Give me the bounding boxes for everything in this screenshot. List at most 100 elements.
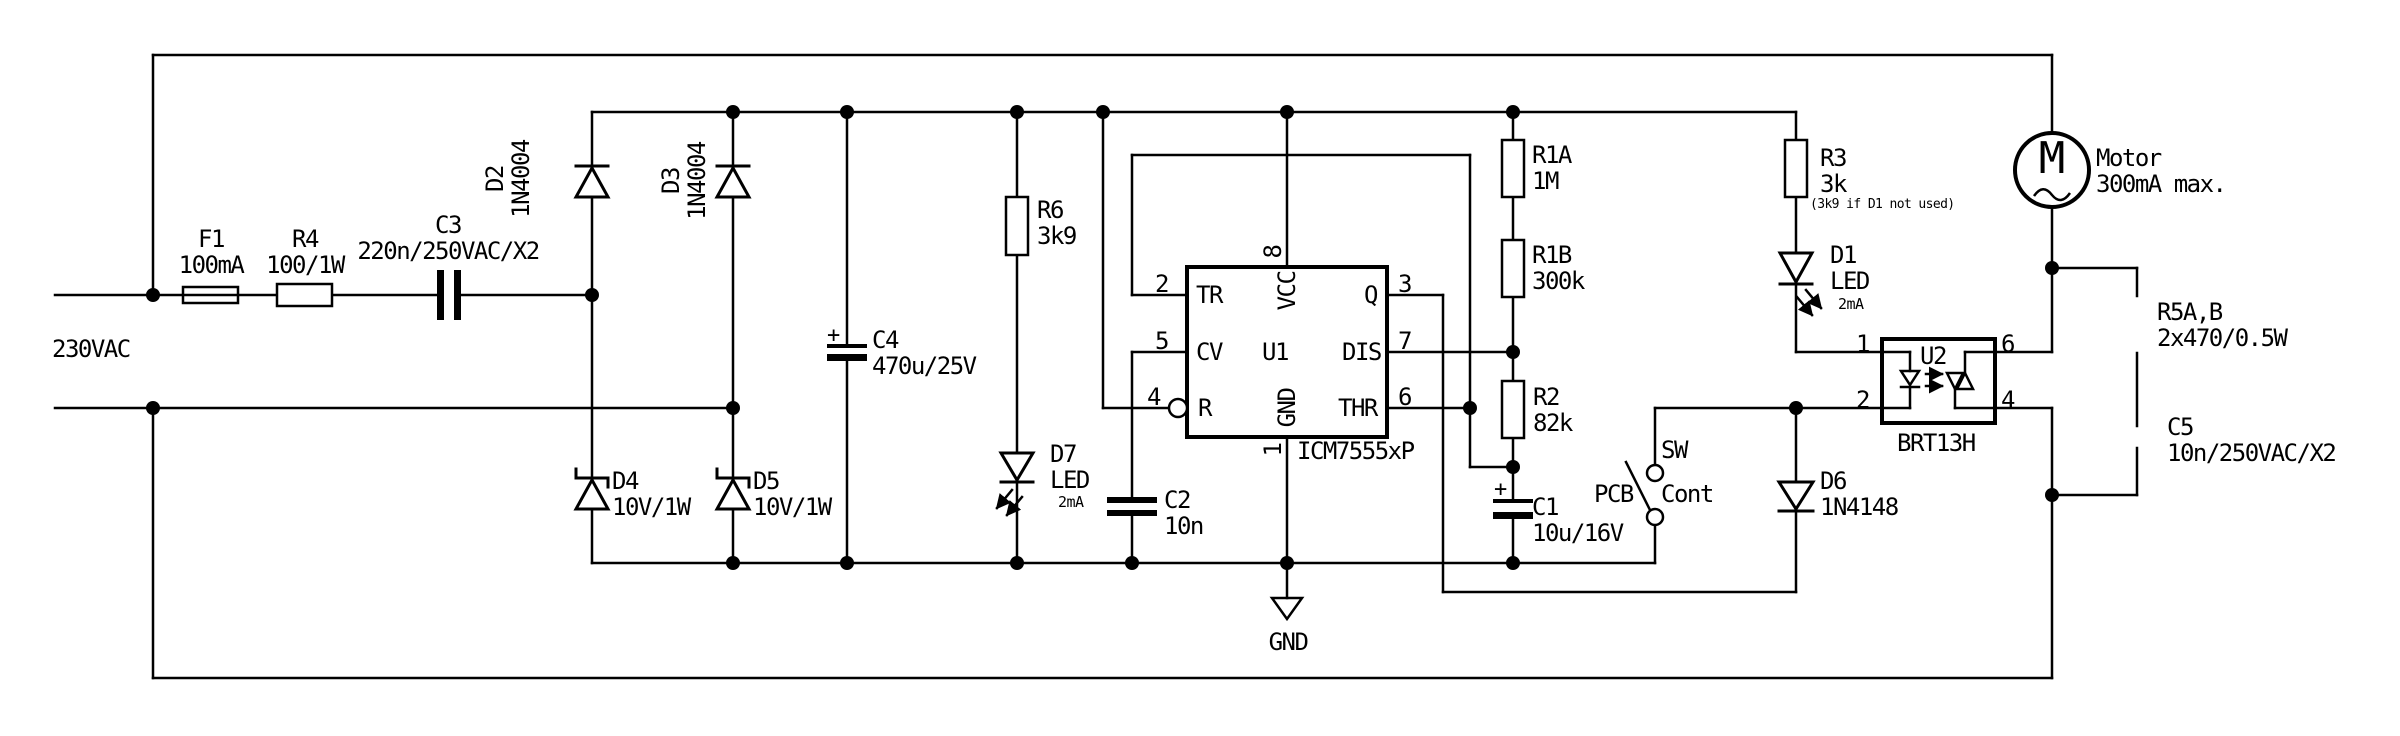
u1-pin-dis-name: DIS	[1342, 338, 1382, 366]
r2-resistor-icon	[1500, 379, 1526, 440]
d4-value: 10V/1W	[612, 493, 691, 521]
c4-polarity: +	[827, 323, 841, 348]
u1-pin4-number: 4	[1147, 383, 1161, 411]
sw-ref: SW	[1661, 436, 1688, 464]
r1a-resistor-icon	[1500, 138, 1526, 199]
d6-diode-icon	[1776, 480, 1816, 513]
c3-capacitor-icon	[437, 270, 461, 320]
c1-value: 10u/16V	[1532, 519, 1624, 547]
u2-pin1-number: 1	[1856, 330, 1870, 358]
d4-ref: D4	[612, 467, 639, 495]
d2-ref: D2	[481, 166, 509, 192]
r4-value: 100/1W	[266, 251, 345, 279]
r1b-resistor-icon	[1500, 238, 1526, 299]
u1-part: ICM7555xP	[1297, 437, 1415, 465]
d2-value: 1N4004	[507, 140, 535, 218]
d2-labels: D2 1N4004	[481, 140, 535, 218]
u1-pin2-number: 2	[1155, 270, 1169, 298]
u1-pin-q-name: Q	[1364, 281, 1378, 309]
u1-pin-thr-name: THR	[1338, 394, 1378, 422]
r2-value: 82k	[1533, 409, 1573, 437]
junction-dots	[146, 105, 2059, 570]
r6-value: 3k9	[1037, 222, 1077, 250]
f1-value: 100mA	[178, 251, 245, 279]
u1-pin6-number: 6	[1398, 383, 1412, 411]
u2-part: BRT13H	[1897, 429, 1976, 457]
d3-ref: D3	[657, 168, 685, 194]
r1b-ref: R1B	[1532, 241, 1572, 269]
u1-ref: U1	[1262, 338, 1289, 366]
c2-value: 10n	[1164, 512, 1204, 540]
sw-label-cont: Cont	[1661, 480, 1714, 508]
u2-pin2-number: 2	[1856, 386, 1870, 414]
u1-pin5-number: 5	[1155, 327, 1169, 355]
motor-name: Motor	[2096, 144, 2162, 172]
sw-label-pcb: PCB	[1594, 480, 1634, 508]
d7-value: LED	[1050, 466, 1090, 494]
u1-pin-cv-name: CV	[1196, 338, 1223, 366]
c5-ref: C5	[2167, 413, 2194, 441]
d1-value: LED	[1830, 267, 1870, 295]
d3-diode-icon	[714, 164, 752, 199]
d6-value: 1N4148	[1820, 493, 1899, 521]
d7-current: 2mA	[1058, 493, 1084, 511]
c1-ref: C1	[1532, 493, 1559, 521]
c1-capacitor-icon	[1493, 499, 1533, 519]
u1-pin-gnd-name: GND	[1273, 388, 1301, 428]
d1-ref: D1	[1830, 241, 1857, 269]
u2-optocoupler-body	[1880, 337, 1997, 425]
r1b-value: 300k	[1532, 267, 1585, 295]
sw-switch-icon	[1624, 460, 1665, 527]
u2-ref: U2	[1920, 342, 1947, 370]
d5-zener-icon	[714, 467, 752, 511]
source-voltage-label: 230VAC	[52, 335, 131, 363]
r2-ref: R2	[1533, 383, 1560, 411]
u1-pin7-number: 7	[1398, 327, 1412, 355]
motor-symbol-letter: M	[2038, 133, 2066, 184]
u1-pin3-number: 3	[1398, 270, 1412, 298]
gnd-symbol-icon	[1269, 596, 1305, 622]
f1-fuse-icon	[181, 285, 240, 305]
u2-pin6-number: 6	[2001, 330, 2015, 358]
c3-ref: C3	[435, 211, 462, 239]
r1a-value: 1M	[1532, 167, 1559, 195]
r4-resistor-icon	[275, 282, 334, 308]
d5-ref: D5	[753, 467, 780, 495]
u1-ic-body	[1167, 265, 1389, 439]
c2-capacitor-icon	[1107, 497, 1157, 516]
r3-resistor-icon	[1783, 138, 1809, 199]
r3-value: 3k	[1820, 170, 1847, 198]
d4-zener-icon	[573, 467, 611, 511]
f1-ref: F1	[198, 225, 225, 253]
d1-current: 2mA	[1838, 295, 1864, 313]
c4-value: 470u/25V	[872, 352, 977, 380]
d1-led-icon	[1777, 251, 1823, 317]
d7-ref: D7	[1050, 440, 1077, 468]
motor-icon	[2013, 131, 2091, 209]
d5-value: 10V/1W	[753, 493, 832, 521]
d2-diode-icon	[573, 164, 611, 199]
c5-value: 10n/250VAC/X2	[2167, 439, 2337, 467]
c2-ref: C2	[1164, 486, 1191, 514]
r6-resistor-icon	[1004, 195, 1030, 257]
u1-pin-vcc-name: VCC	[1273, 271, 1301, 311]
gnd-label: GND	[1268, 628, 1309, 656]
u1-pin-tr-name: TR	[1196, 281, 1223, 309]
c4-ref: C4	[872, 326, 899, 354]
c4-capacitor-icon	[827, 344, 867, 361]
d3-labels: D3 1N4004	[657, 142, 711, 220]
u1-pin-r-name: R	[1198, 394, 1212, 422]
u2-pin4-number: 4	[2001, 386, 2015, 414]
r1a-ref: R1A	[1532, 141, 1572, 169]
r5-value: 2x470/0.5W	[2157, 324, 2288, 352]
r5-ref: R5A,B	[2157, 298, 2223, 326]
d3-value: 1N4004	[683, 142, 711, 220]
r3-ref: R3	[1820, 144, 1847, 172]
motor-rating: 300mA max.	[2096, 170, 2227, 198]
u1-pin8-number: 8	[1259, 245, 1287, 259]
d6-ref: D6	[1820, 467, 1847, 495]
r4-ref: R4	[292, 225, 319, 253]
r6-ref: R6	[1037, 196, 1064, 224]
